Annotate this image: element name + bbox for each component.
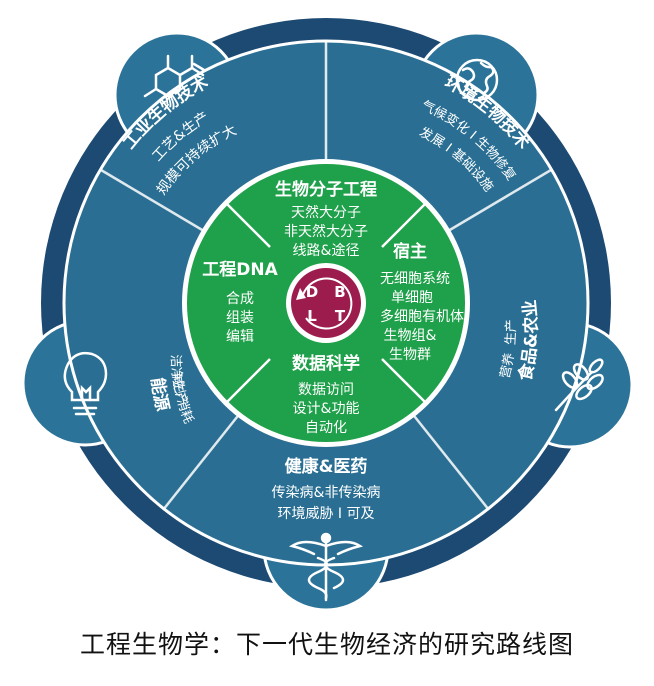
- sector-line: 生产: [504, 319, 520, 345]
- sector-line: 非天然大分子: [284, 223, 368, 240]
- sector-line: 线路&途径: [293, 242, 360, 259]
- sector-line: 生物组&: [384, 328, 437, 344]
- sector-line: 传染病&非传染病: [272, 485, 381, 501]
- sector-title: 工程DNA: [202, 260, 278, 280]
- outer-sector-health: 健康&医药 传染病&非传染病 环境威胁 I 可及: [272, 456, 381, 522]
- caduceus-icon: [288, 532, 364, 602]
- sector-title: 健康&医药: [285, 456, 368, 477]
- sector-line: 编辑: [226, 329, 254, 345]
- sector-title: 生物分子工程: [275, 179, 377, 200]
- outer-dividers: [100, 41, 552, 511]
- sector-title: 宿主: [393, 241, 427, 262]
- wheat-icon: [554, 358, 604, 412]
- inner-sector-host: 宿主 无细胞系统 单细胞 多细胞有机体 生物组& 生物群: [380, 241, 464, 363]
- inner-dividers: [226, 203, 426, 403]
- molecule-icon: [143, 54, 206, 98]
- sector-line: 合成: [226, 291, 254, 307]
- sector-line: 设计&功能: [293, 401, 360, 417]
- sector-title: 数据科学: [292, 353, 360, 374]
- sector-line: 无细胞系统: [380, 271, 450, 287]
- center-letter-b: B: [334, 283, 345, 301]
- globe-icon: [455, 58, 499, 102]
- sector-line: 营养: [498, 352, 518, 380]
- sector-line: 环境威胁 I 可及: [277, 506, 374, 522]
- sector-line: 生物群: [389, 347, 431, 363]
- center-letter-d: D: [306, 283, 318, 301]
- sector-line: 组装: [226, 310, 254, 326]
- inner-sector-engineering-dna: 工程DNA 合成 组装 编辑: [202, 260, 278, 345]
- sector-line: 天然大分子: [291, 204, 361, 221]
- sector-line: 单细胞: [391, 290, 433, 306]
- sector-line: 自动化: [305, 420, 347, 436]
- cycle-arrowhead-icon: [296, 288, 306, 300]
- inner-sector-biomolecular: 生物分子工程 天然大分子 非天然大分子 线路&途径: [275, 179, 377, 259]
- lightbulb-icon: [63, 351, 108, 416]
- figure-caption: 工程生物学：下一代生物经济的研究路线图: [79, 630, 574, 659]
- sector-line: 数据访问: [298, 382, 354, 398]
- cycle-arrow-icon: [301, 277, 353, 330]
- sector-line: 多细胞有机体: [380, 308, 464, 325]
- center-letter-l: L: [307, 307, 317, 325]
- inner-sector-data-science: 数据科学 数据访问 设计&功能 自动化: [292, 353, 360, 436]
- center-letter-t: T: [335, 307, 346, 325]
